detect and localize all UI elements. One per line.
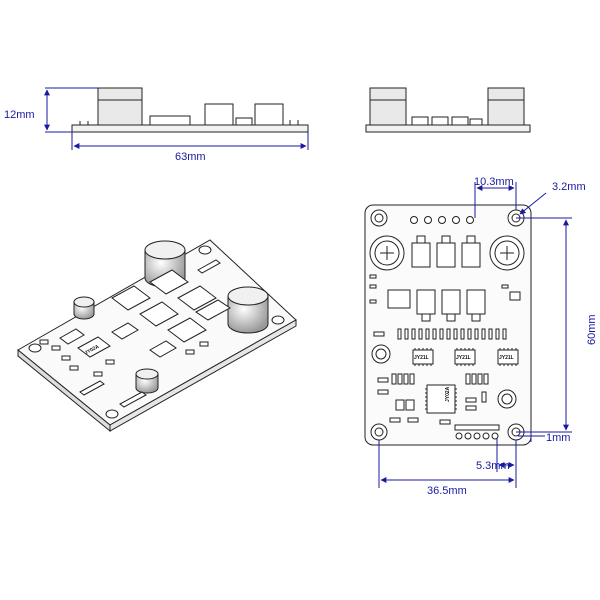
top-view-board bbox=[364, 204, 532, 446]
dimension-pin-pitch bbox=[474, 182, 517, 218]
dimension-hole-diameter bbox=[519, 192, 547, 215]
dimension-length bbox=[71, 132, 309, 150]
chip-label-controller: JY02A bbox=[445, 386, 451, 402]
label-board-height: 60mm bbox=[586, 314, 598, 345]
chip-label-u3: JY21L bbox=[499, 355, 514, 361]
label-height: 12mm bbox=[4, 109, 35, 121]
chip-label-u1: JY21L bbox=[414, 355, 429, 361]
side-view-short bbox=[365, 87, 531, 133]
dimension-hole-spacing bbox=[378, 440, 517, 488]
label-hole-offset: 5.3mm bbox=[476, 460, 510, 472]
label-edge-offset: 1mm bbox=[546, 432, 570, 444]
dimension-height bbox=[44, 87, 98, 133]
side-view-long bbox=[71, 87, 309, 133]
chip-label-u2: JY21L bbox=[456, 355, 471, 361]
label-pin-pitch: 10.3mm bbox=[474, 176, 514, 188]
label-hole-diameter: 3.2mm bbox=[552, 181, 586, 193]
isometric-view bbox=[17, 239, 297, 433]
label-length: 63mm bbox=[175, 151, 206, 163]
dimension-edge-offset bbox=[518, 430, 545, 442]
label-hole-spacing: 36.5mm bbox=[427, 485, 467, 497]
dimension-board-height bbox=[516, 217, 572, 433]
